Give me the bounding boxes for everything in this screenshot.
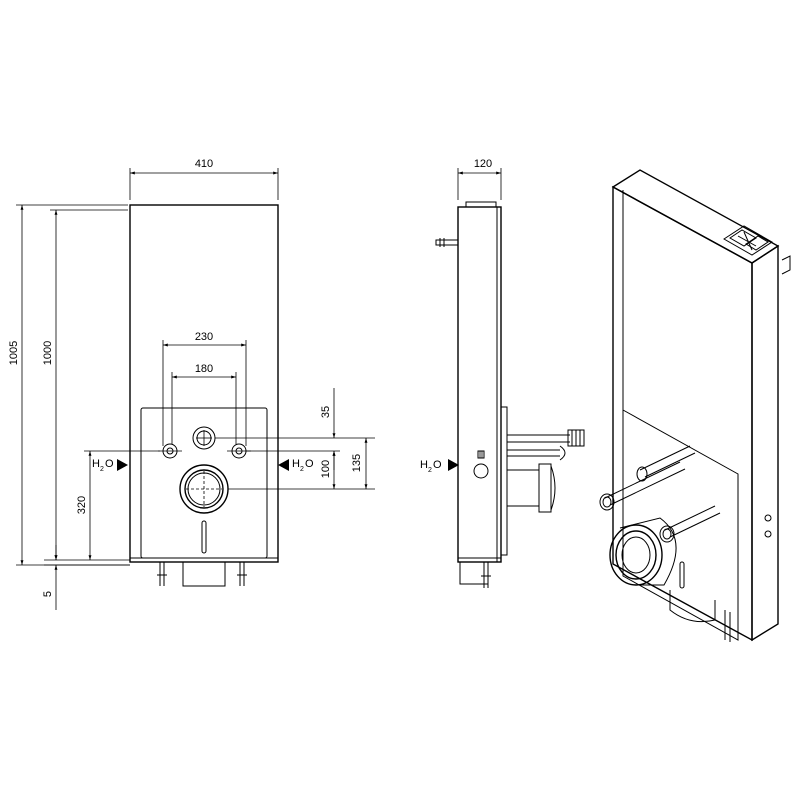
dim-width-410: 410: [129, 158, 279, 200]
dim-label-5: 5: [42, 591, 54, 597]
svg-text:O: O: [305, 458, 314, 470]
dim-height-1005: 1005: [8, 204, 130, 566]
dim-label-135: 135: [351, 454, 363, 472]
dim-label-320: 320: [76, 496, 88, 514]
dim-label-230: 230: [195, 331, 213, 343]
side-water-inlet: [473, 463, 489, 479]
side-drain-flange: [538, 463, 552, 513]
drain-pipe-stub: [182, 561, 226, 587]
iso-bolts: [599, 445, 721, 543]
mounting-plate: [140, 407, 268, 559]
svg-text:H: H: [420, 459, 428, 471]
svg-text:2: 2: [300, 466, 304, 473]
dim-label-100: 100: [320, 460, 332, 478]
dim-label-35: 35: [320, 406, 332, 418]
bolt-left: [158, 443, 182, 459]
water-arrow-side-icon: [448, 459, 459, 471]
flush-button-icon: [723, 225, 773, 256]
dim-height-320: 320: [76, 450, 160, 560]
side-panel: [457, 206, 502, 563]
water-label-left: H 2 O: [92, 458, 128, 473]
access-slot: [201, 520, 207, 554]
dim-offset-135: 135: [351, 438, 368, 489]
dim-floor-5: 5: [42, 545, 130, 610]
iso-top-face: [611, 169, 780, 264]
dim-fix-180: 180: [171, 363, 237, 444]
dim-label-1000: 1000: [42, 341, 54, 365]
water-label-side: H 2 O: [420, 459, 459, 474]
dim-fix-230: 230: [162, 331, 247, 446]
front-view: 410 1005 1000 230 180: [8, 158, 375, 610]
water-arrow-left-icon: [117, 459, 128, 471]
svg-text:O: O: [433, 459, 442, 471]
drain-outlet-front: [179, 464, 229, 514]
dim-depth-120: 120: [457, 158, 502, 200]
iso-drain-outlet: [609, 517, 677, 586]
dim-height-1000: 1000: [42, 209, 128, 560]
svg-text:H: H: [292, 458, 300, 470]
iso-front-face: [612, 185, 753, 642]
svg-text:2: 2: [428, 467, 432, 474]
svg-text:H: H: [92, 458, 100, 470]
iso-mounting-plate: [622, 409, 739, 641]
isometric-view: [599, 169, 791, 642]
svg-text:O: O: [105, 458, 114, 470]
water-label-right: H 2 O: [278, 458, 314, 473]
side-view: 120 H 2 O: [420, 158, 585, 588]
dim-offset-100: 100: [320, 451, 336, 489]
iso-side-face: [751, 244, 779, 642]
svg-text:2: 2: [100, 466, 104, 473]
water-arrow-right-icon: [278, 459, 289, 471]
dim-label-120: 120: [474, 158, 492, 170]
side-drain-body: [506, 469, 540, 507]
dim-label-410: 410: [195, 158, 213, 170]
dim-label-1005: 1005: [8, 341, 20, 365]
dim-offset-35: 35: [320, 388, 336, 470]
dim-label-180: 180: [195, 363, 213, 375]
water-inlet-front: [192, 426, 216, 450]
